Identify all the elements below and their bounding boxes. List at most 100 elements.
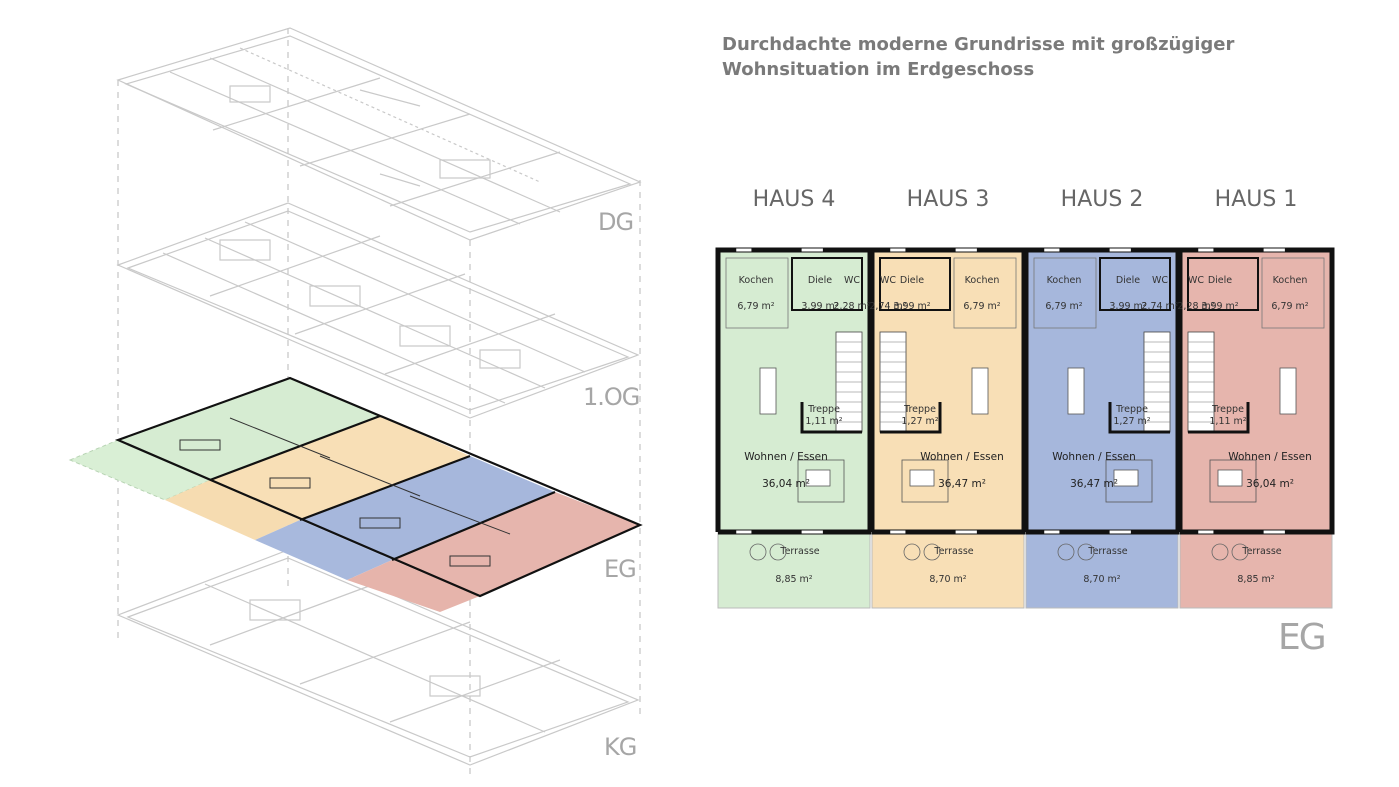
label-kochen-area: 6,79 m² xyxy=(737,301,774,312)
dining-table-1 xyxy=(1279,367,1297,415)
stair-wall-4 xyxy=(800,402,862,434)
label-kochen-area: 6,79 m² xyxy=(963,301,1000,312)
label-diele-area: 3,99 m² xyxy=(1109,301,1146,312)
label-terrasse: Terrasse xyxy=(779,546,819,557)
label-diele: Diele xyxy=(900,275,924,286)
diele-wc-block-4 xyxy=(791,257,863,311)
terrace-2 xyxy=(1025,531,1179,609)
dining-table-2 xyxy=(1067,367,1085,415)
label-kochen-area: 6,79 m² xyxy=(1271,301,1308,312)
label-kochen: Kochen xyxy=(1047,275,1082,286)
label-wohnen: Wohnen / Essen xyxy=(920,451,1004,463)
iso-body-haus1 xyxy=(392,492,640,596)
sofa-4 xyxy=(797,459,845,503)
terrace-3 xyxy=(871,531,1025,609)
terrace-chair xyxy=(749,543,767,561)
house-title-3: HAUS 3 xyxy=(907,187,990,212)
terrace-chair xyxy=(769,543,787,561)
label-wohnen-area: 36,47 m² xyxy=(938,478,986,490)
iso-floor-eg xyxy=(68,376,643,612)
ground-floor-plan: HAUS 4 Kochen 6,79 m² Diele 3,99 m² WC 2,28 m²… xyxy=(715,187,1335,609)
label-wc: WC xyxy=(1188,275,1204,286)
iso-terrace-haus3 xyxy=(165,480,300,540)
kitchen-zone-3 xyxy=(953,257,1017,329)
stair-wall-1 xyxy=(1188,402,1250,434)
label-kochen: Kochen xyxy=(1273,275,1308,286)
coffee-table-3 xyxy=(909,469,935,487)
dining-table-3 xyxy=(971,367,989,415)
label-terrasse-area: 8,85 m² xyxy=(1237,574,1274,585)
label-wc-area: 2,74 m² xyxy=(1141,301,1178,312)
iso-floor-kg xyxy=(116,549,640,766)
house-title-2: HAUS 2 xyxy=(1061,187,1144,212)
terrace-1 xyxy=(1179,531,1333,609)
label-treppe-area: 1,27 m² xyxy=(1113,416,1150,427)
label-terrasse: Terrasse xyxy=(933,546,973,557)
label-wohnen: Wohnen / Essen xyxy=(744,451,828,463)
terrace-chair xyxy=(903,543,921,561)
iso-floor-dg xyxy=(116,27,642,241)
label-treppe: Treppe xyxy=(1211,404,1244,415)
label-diele: Diele xyxy=(808,275,832,286)
label-wc-area: 2,74 m² xyxy=(869,301,906,312)
sofa-3 xyxy=(901,459,949,503)
level-label-dg: DG xyxy=(598,208,634,236)
terrace-chair xyxy=(1211,543,1229,561)
iso-terrace-haus1 xyxy=(347,560,480,612)
label-wc: WC xyxy=(844,275,860,286)
label-wohnen-area: 36,47 m² xyxy=(1070,478,1118,490)
sofa-1 xyxy=(1209,459,1257,503)
level-label-og: 1.OG xyxy=(583,383,640,411)
diele-wc-block-1 xyxy=(1187,257,1259,311)
coffee-table-4 xyxy=(805,469,831,487)
heading-line-2: Wohnsituation im Erdgeschoss xyxy=(722,59,1035,80)
level-label-eg: EG xyxy=(604,555,637,583)
label-wc: WC xyxy=(880,275,896,286)
label-wohnen: Wohnen / Essen xyxy=(1228,451,1312,463)
label-wohnen: Wohnen / Essen xyxy=(1052,451,1136,463)
page-heading: Durchdachte moderne Grundrisse mit großz… xyxy=(722,32,1342,82)
label-wohnen-area: 36,04 m² xyxy=(1246,478,1294,490)
coffee-table-1 xyxy=(1217,469,1243,487)
iso-body-haus4 xyxy=(118,378,380,480)
house-title-1: HAUS 1 xyxy=(1215,187,1298,212)
label-kochen: Kochen xyxy=(739,275,774,286)
label-treppe: Treppe xyxy=(903,404,936,415)
level-label-kg: KG xyxy=(604,733,637,761)
iso-body-haus2 xyxy=(300,456,555,560)
label-diele: Diele xyxy=(1116,275,1140,286)
label-wc: WC xyxy=(1152,275,1168,286)
terrace-chair xyxy=(1231,543,1249,561)
terrace-chair xyxy=(923,543,941,561)
iso-floor-og xyxy=(116,202,640,419)
label-wohnen-area: 36,04 m² xyxy=(762,478,810,490)
label-treppe-area: 1,11 m² xyxy=(1209,416,1246,427)
iso-terrace-haus4 xyxy=(68,439,212,501)
label-terrasse-area: 8,70 m² xyxy=(929,574,966,585)
label-diele-area: 3,99 m² xyxy=(893,301,930,312)
label-wc-area: 2,28 m² xyxy=(833,301,870,312)
label-treppe: Treppe xyxy=(807,404,840,415)
sofa-2 xyxy=(1105,459,1153,503)
diele-wc-block-2 xyxy=(1099,257,1171,311)
terrace-chair xyxy=(1057,543,1075,561)
kitchen-zone-1 xyxy=(1261,257,1325,329)
label-treppe-area: 1,11 m² xyxy=(805,416,842,427)
plan-level-label: EG xyxy=(1278,617,1327,658)
label-treppe: Treppe xyxy=(1115,404,1148,415)
label-wc-area: 2,28 m² xyxy=(1177,301,1214,312)
label-diele-area: 3,99 m² xyxy=(1201,301,1238,312)
stair-wall-3 xyxy=(880,402,942,434)
coffee-table-2 xyxy=(1113,469,1139,487)
label-terrasse-area: 8,70 m² xyxy=(1083,574,1120,585)
house-1: HAUS 1 Kochen 6,79 m² Diele 3,99 m² WC 2,28 m²… xyxy=(1177,187,1335,609)
heading-line-1: Durchdachte moderne Grundrisse mit großz… xyxy=(722,34,1235,55)
label-treppe-area: 1,27 m² xyxy=(901,416,938,427)
house-title-4: HAUS 4 xyxy=(753,187,836,212)
label-diele: Diele xyxy=(1208,275,1232,286)
kitchen-zone-2 xyxy=(1033,257,1097,329)
label-terrasse: Terrasse xyxy=(1241,546,1281,557)
